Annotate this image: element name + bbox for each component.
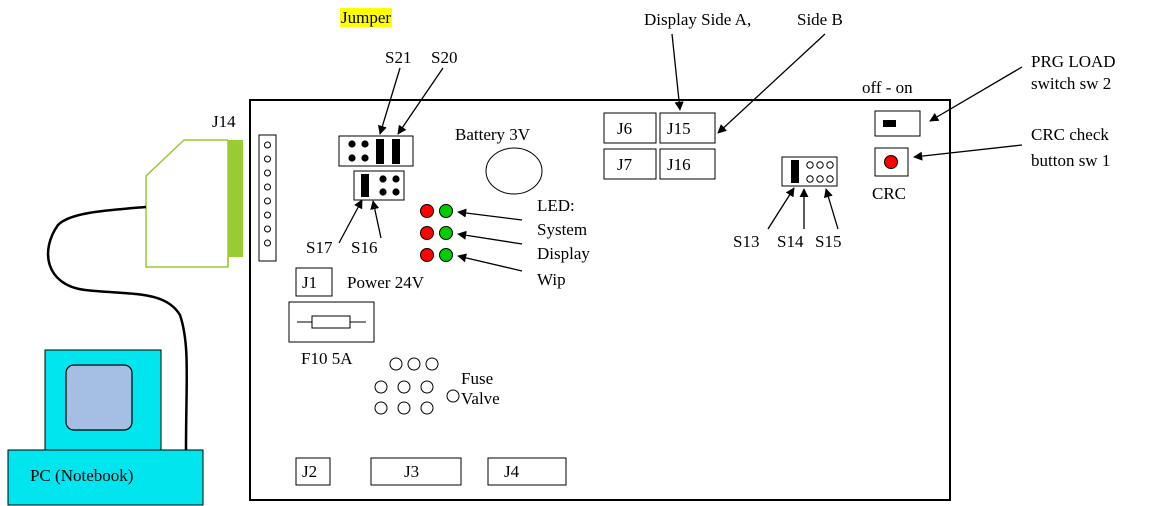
j14-connector xyxy=(258,134,277,262)
led-label: LED: xyxy=(537,196,575,215)
crc-check-label: CRC check xyxy=(1031,125,1109,144)
f10-label: F10 5A xyxy=(301,349,353,368)
connector-j7 xyxy=(603,148,657,180)
s16-label: S16 xyxy=(351,238,378,257)
j16-label: J16 xyxy=(667,155,691,174)
j1-label: J1 xyxy=(302,273,318,292)
status-leds xyxy=(420,204,453,262)
j6-label: J6 xyxy=(617,119,633,138)
pc-cable xyxy=(46,205,189,451)
j7-label: J7 xyxy=(617,155,633,174)
off-on-label: off - on xyxy=(862,78,913,97)
side-b-label: Side B xyxy=(797,10,843,29)
pc-notebook xyxy=(7,349,204,506)
led-wip-label: Wip xyxy=(537,270,566,289)
jumper-s17-s16 xyxy=(353,170,405,201)
s20-label: S20 xyxy=(431,48,458,67)
j14-label: J14 xyxy=(212,112,236,131)
valve-label: Valve xyxy=(461,389,500,408)
crc-label: CRC xyxy=(872,184,907,203)
prg-load-label: PRG LOAD xyxy=(1031,52,1116,71)
fuse-label: Fuse xyxy=(461,369,494,388)
j4-label: J4 xyxy=(504,462,520,481)
button-sw1-label: button sw 1 xyxy=(1031,151,1111,170)
battery-label: Battery 3V xyxy=(455,125,531,144)
j2-label: J2 xyxy=(302,462,318,481)
s17-label: S17 xyxy=(306,238,333,257)
cable-plug xyxy=(145,139,243,268)
circuit-board xyxy=(249,99,951,501)
fuse-f10 xyxy=(288,301,375,343)
callout-arrows xyxy=(338,33,1023,272)
jumper-label: Jumper xyxy=(340,8,393,27)
prg-load-switch xyxy=(874,110,921,137)
connector-j1 xyxy=(295,267,333,297)
s13-label: S13 xyxy=(733,232,760,251)
connector-j4 xyxy=(487,457,567,486)
s15-label: S15 xyxy=(815,232,842,251)
connector-j15 xyxy=(659,112,716,144)
led-display-label: Display xyxy=(537,244,590,263)
connector-j6 xyxy=(603,112,657,144)
connector-j3 xyxy=(370,457,462,486)
j15-label: J15 xyxy=(667,119,691,138)
crc-button xyxy=(874,147,909,177)
j3-label: J3 xyxy=(404,462,420,481)
pc-label: PC (Notebook) xyxy=(30,466,134,485)
jumper-s13-s14-s15 xyxy=(781,156,838,187)
jumper-s21-s20 xyxy=(338,135,414,167)
display-side-a-label: Display Side A, xyxy=(644,10,752,29)
led-system-label: System xyxy=(537,220,588,239)
fuse-valve-sockets xyxy=(374,357,460,415)
connector-j2 xyxy=(295,457,331,486)
switch-sw2-label: switch sw 2 xyxy=(1031,74,1112,93)
power-label: Power 24V xyxy=(347,273,424,292)
s21-label: S21 xyxy=(385,48,412,67)
connector-j16 xyxy=(659,148,716,180)
battery xyxy=(485,147,543,195)
s14-label: S14 xyxy=(777,232,804,251)
